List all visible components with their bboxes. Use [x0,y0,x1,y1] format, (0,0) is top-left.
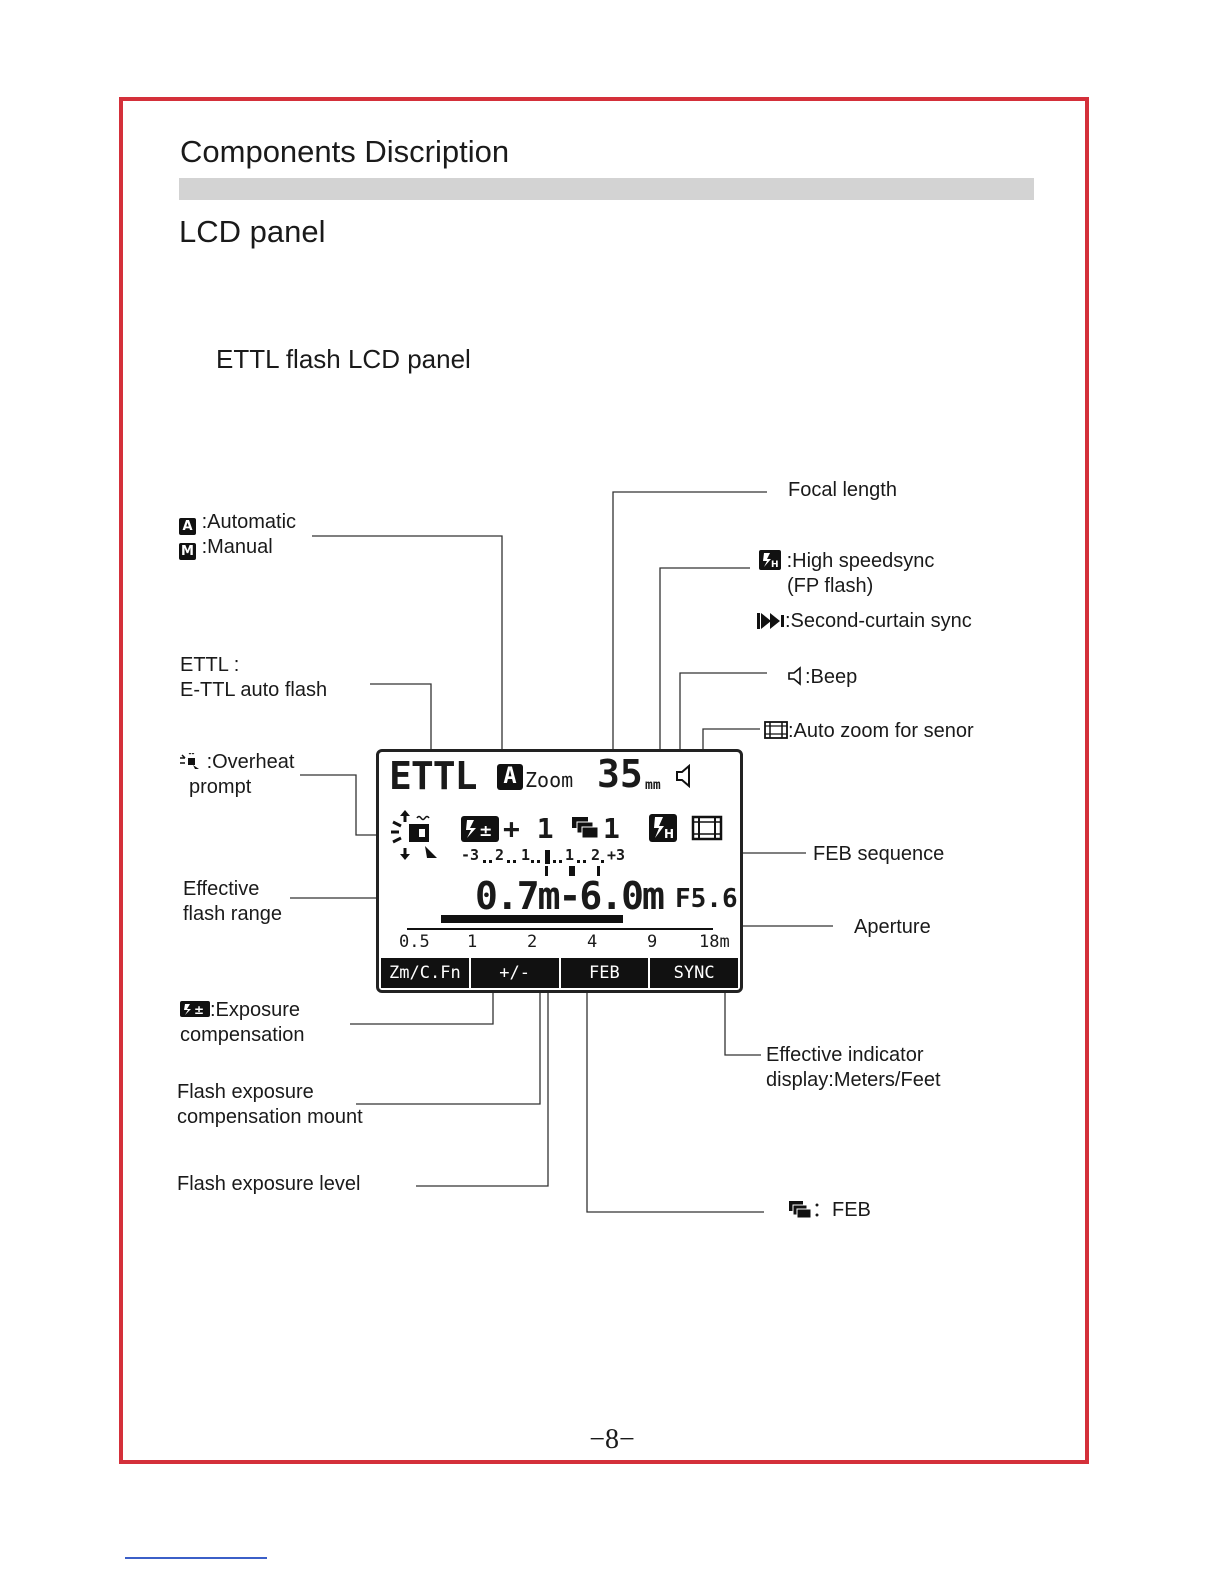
svg-text:±: ± [194,1003,204,1017]
softkey-zoom-cfn: Zm/C.Fn [389,963,461,983]
distance-tick: 0.5 [399,932,430,952]
panel-title: ETTL flash LCD panel [216,344,471,374]
lcd-beep-icon [676,764,690,788]
overheat-icon [180,753,199,769]
label-high-speed-sync: H :High speedsync (FP flash) [759,549,934,599]
manual-mode-icon: M [179,543,196,560]
distance-tick: 4 [587,932,598,952]
softkey-sync: SYNC [648,958,738,988]
lcd-zoom-label: Zoom [525,768,574,792]
lcd-aperture-value: F5.6 [675,884,738,914]
automatic-mode-icon: A [179,518,196,535]
softkey-exposure-comp: +/- [468,958,559,988]
label-second-curtain: :Second-curtain sync [757,609,972,634]
label-automatic-manual: A :Automatic M :Manual [179,510,296,560]
lcd-fec-value: + 1 [503,812,554,845]
lcd-softkeys: Zm/C.Fn +/- FEB SYNC [381,958,738,988]
lcd-overheat-icon [391,810,437,860]
high-speed-sync-icon: H [759,550,781,570]
lcd-panel: ETTL A Zoom 35 mm ± + 1 1 H -3 2 1 1 2 +… [376,749,743,993]
scale-label: +3 [607,846,626,864]
label-beep: :Beep [787,665,857,690]
distance-tick: 9 [647,932,658,952]
subsection-title: LCD panel [179,214,326,249]
scale-label: 2 [495,846,505,864]
label-auto-zoom: :Auto zoom for senor [764,719,974,744]
distance-tick: 2 [527,932,538,952]
scale-dots [483,850,604,876]
svg-text:±: ± [479,821,492,840]
lcd-feb-value: 1 [603,812,620,845]
lcd-range-text: 0.7m-6.0m [475,874,665,918]
svg-text:H: H [771,560,779,570]
second-curtain-sync-icon [757,613,784,629]
lcd-zoom-mode-icon: A [497,764,523,790]
lcd-auto-zoom-icon [691,815,723,841]
lcd-feb-icon [572,817,599,839]
exposure-comp-icon: ± [180,1001,210,1017]
label-aperture: Aperture [854,916,931,938]
label-feb-sequence: FEB sequence [813,843,945,865]
footer-rule [125,1557,267,1559]
lcd-exposure-scale: -3 2 1 1 2 +3 [461,846,631,876]
speaker-icon [788,666,801,686]
label-ettl: ETTL : E-TTL auto flash [180,654,328,701]
auto-zoom-sensor-icon [764,721,788,739]
lcd-distance-axis [407,928,713,930]
lcd-exposure-comp-icon: ± [461,816,499,842]
scale-label: 1 [565,846,575,864]
label-flash-level: Flash exposure level [177,1173,361,1195]
scale-label: -3 [461,846,480,864]
page-frame [119,97,1089,1464]
softkey-feb: FEB [558,958,649,988]
scale-label: 1 [521,846,531,864]
label-effective-indicator: Effective indicator display:Meters/Feet [766,1044,941,1091]
label-focal-length: Focal length [788,479,897,501]
lcd-focal-unit: mm [645,778,661,793]
page-number: −8− [589,1424,635,1455]
section-title: Components Discription [180,134,510,169]
lcd-range-bar [441,915,623,923]
scale-label: 2 [591,846,601,864]
label-feb: ：FEB [788,1198,871,1223]
lcd-focal-value: 35 [597,752,643,796]
svg-text:H: H [664,827,674,841]
label-manual: :Manual [201,536,273,558]
distance-tick: 18m [699,932,730,952]
section-divider-bar [179,178,1034,200]
label-fec-mount: Flash exposure compensation mount [177,1081,363,1128]
label-automatic: :Automatic [201,511,297,533]
feb-icon [789,1201,812,1219]
label-effective-range: Effective flash range [183,878,282,925]
label-overheat: :Overheat prompt [179,750,294,800]
label-exposure-comp: ±:Exposure compensation [180,999,305,1046]
distance-tick: 1 [467,932,478,952]
lcd-mode: ETTL [389,754,478,798]
lcd-high-speed-sync-icon: H [649,814,677,842]
